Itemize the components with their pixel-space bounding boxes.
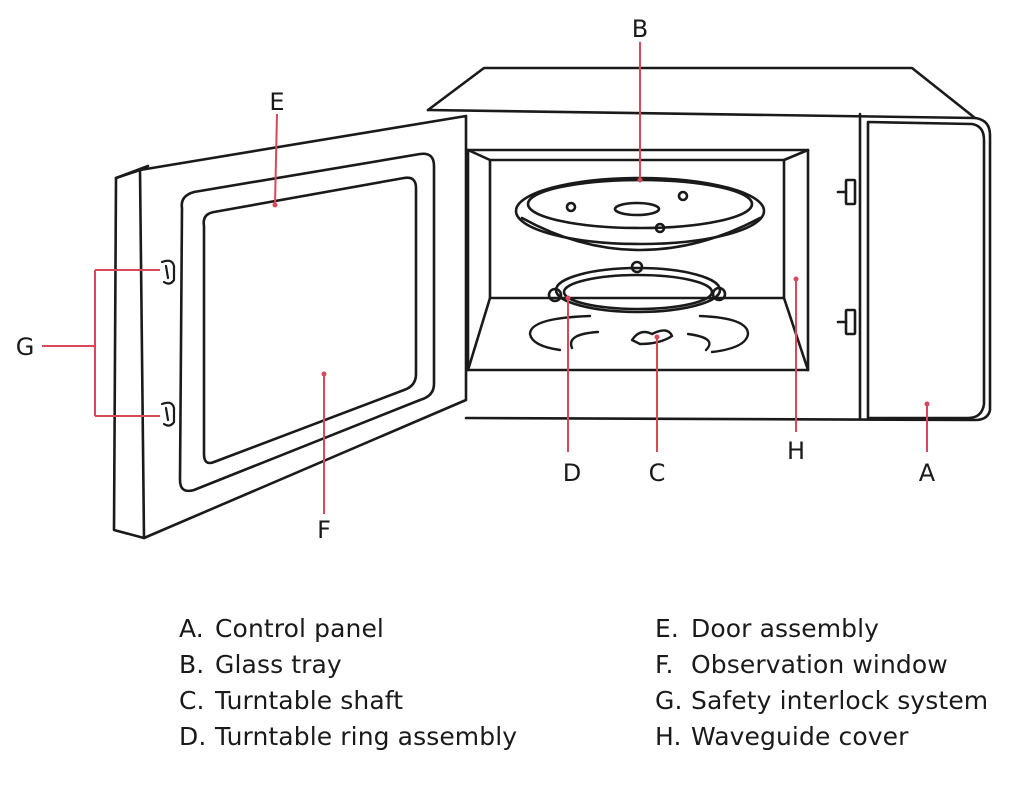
callout-g: G bbox=[16, 333, 35, 361]
legend-label: Turntable ring assembly bbox=[215, 722, 518, 751]
callout-h: H bbox=[787, 437, 805, 465]
legend-item-f: F. Observation window bbox=[655, 647, 988, 683]
legend-right: E. Door assembly F. Observation window G. S… bbox=[655, 611, 988, 755]
callout-c: C bbox=[649, 459, 666, 487]
legend-item-b: B. Glass tray bbox=[179, 647, 517, 683]
microwave-diagram: B E G F D C H A bbox=[16, 15, 992, 544]
leader-dots bbox=[272, 177, 930, 407]
callout-b: B bbox=[632, 15, 648, 43]
legend-key: A. bbox=[179, 614, 204, 643]
legend-label: Observation window bbox=[691, 650, 948, 679]
legend-left: A. Control panel B. Glass tray C. Turntable… bbox=[179, 611, 517, 755]
callout-a: A bbox=[919, 459, 936, 487]
observation-window bbox=[202, 176, 418, 465]
legend-item-d: D. Turntable ring assembly bbox=[179, 719, 517, 755]
legend-label: Turntable shaft bbox=[215, 686, 404, 715]
legend-key: D. bbox=[179, 722, 207, 751]
floor-swirl bbox=[528, 314, 750, 354]
oven-cavity bbox=[466, 148, 810, 372]
safety-interlock bbox=[160, 259, 176, 427]
legend-item-h: H. Waveguide cover bbox=[655, 719, 988, 755]
legend-key: F. bbox=[655, 650, 674, 679]
legend-label: Control panel bbox=[215, 614, 384, 643]
legend-key: E. bbox=[655, 614, 679, 643]
legend-key: H. bbox=[655, 722, 682, 751]
legend-label: Glass tray bbox=[215, 650, 342, 679]
legend-item-g: G. Safety interlock system bbox=[655, 683, 988, 719]
turntable-ring bbox=[547, 260, 727, 314]
legend-label: Door assembly bbox=[691, 614, 880, 643]
legend-label: Waveguide cover bbox=[691, 722, 909, 751]
legend-key: C. bbox=[179, 686, 205, 715]
callout-f: F bbox=[317, 516, 331, 544]
callout-letters: B E G F D C H A bbox=[16, 15, 936, 544]
glass-tray bbox=[514, 176, 766, 252]
legend-key: G. bbox=[655, 686, 683, 715]
leader-lines bbox=[42, 42, 928, 514]
control-panel bbox=[836, 120, 986, 420]
legend-item-a: A. Control panel bbox=[179, 611, 517, 647]
legend-key: B. bbox=[179, 650, 205, 679]
legend-item-e: E. Door assembly bbox=[655, 611, 988, 647]
callout-e: E bbox=[269, 88, 284, 116]
legend-item-c: C. Turntable shaft bbox=[179, 683, 517, 719]
callout-d: D bbox=[563, 459, 581, 487]
microwave-body bbox=[426, 66, 992, 422]
legend-label: Safety interlock system bbox=[691, 686, 989, 715]
